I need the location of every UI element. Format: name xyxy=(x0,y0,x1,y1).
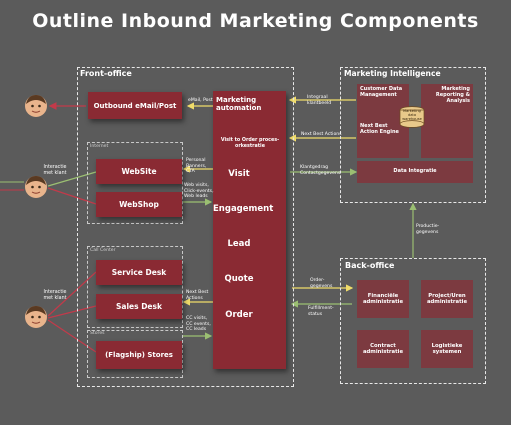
page-title: Outline Inbound Marketing Components xyxy=(32,10,479,32)
data-warehouse-icon xyxy=(399,106,425,128)
webshop-box: WebShop xyxy=(96,192,182,217)
data-integratie-box: Data Integratie xyxy=(357,161,473,183)
annotation-productiegegevens: Productie-gegevens xyxy=(416,224,440,235)
sales-desk-box: Sales Desk xyxy=(96,294,182,319)
annotation-email-post: eMail, Post xyxy=(188,98,213,103)
reporting-box: Marketing Reporting & Analysis xyxy=(421,84,473,158)
callcenter-group xyxy=(87,246,183,328)
step-engagement: Engagement xyxy=(213,204,274,214)
customer-avatar-3 xyxy=(25,306,47,328)
outbound-box: Outbound eMail/Post xyxy=(88,92,182,119)
stores-group xyxy=(87,330,183,378)
step-visit: Visit xyxy=(228,169,250,179)
visit-to-order-label: Visit to Order proces-orkestratie xyxy=(220,138,280,149)
annotation-personal-banners: Personal Banners, CTA xyxy=(186,158,207,174)
annotation-klantgedrag: Klantgedrag Contactgegevens xyxy=(300,165,341,176)
website-box: WebSite xyxy=(96,159,182,184)
contract-box: Contract administratie xyxy=(357,330,409,368)
marketing-automation-title: Marketing automation xyxy=(216,96,262,113)
interactie-label-1: Interactie met klant xyxy=(43,165,67,176)
callcenter-group-label: Call Center xyxy=(90,248,116,253)
annotation-next-best-actions-fo: Next Best Actions xyxy=(186,290,209,301)
arrow-customer-webshop xyxy=(47,187,97,205)
project-box: Project/Uren administratie xyxy=(421,280,473,318)
arrow-customer-salesdesk xyxy=(47,305,97,319)
stores-box: (Flagship) Stores xyxy=(96,341,182,369)
marketing-automation-column xyxy=(213,91,286,369)
marketing-intelligence-label: Marketing Intelligence xyxy=(344,69,441,78)
customer-avatar-2 xyxy=(25,176,47,198)
financiele-box: Financiële administratie xyxy=(357,280,409,318)
interactie-label-2: Interactie met klant xyxy=(43,290,67,301)
arrow-customer-servicedesk xyxy=(47,271,97,317)
annotation-web-visits: Web visits, Click-events, Web leads xyxy=(184,183,214,199)
service-desk-box: Service Desk xyxy=(96,260,182,285)
annotation-cc-visits: CC visits, CC events, CC leads xyxy=(186,316,211,332)
annotation-ordergegevens: Order-gegevens xyxy=(310,278,333,289)
front-office-label: Front-office xyxy=(80,69,132,78)
step-quote: Quote xyxy=(224,274,254,284)
logistieke-box: Logistieke systemen xyxy=(421,330,473,368)
internet-group-label: Internet xyxy=(90,144,109,149)
stores-group-label: Stores xyxy=(90,331,105,336)
back-office-label: Back-office xyxy=(345,261,395,270)
arrow-customer-website xyxy=(47,171,97,187)
back-office-container xyxy=(340,258,486,384)
step-order: Order xyxy=(225,310,253,320)
arrow-customer-stores xyxy=(47,319,97,353)
annotation-fulfillment-status: Fulfillment-status xyxy=(308,306,334,317)
internet-group xyxy=(87,142,183,224)
annotation-next-best-actions-mi: Next Best Actions xyxy=(301,132,342,137)
step-lead: Lead xyxy=(227,239,251,249)
warehouse-label: Marketing data warehouse xyxy=(402,109,422,121)
customer-avatar-1 xyxy=(25,95,47,117)
annotation-integraal-klantbeeld: Integraal klantbeeld xyxy=(307,95,332,106)
marketing-intelligence-container xyxy=(340,67,486,203)
front-office-container xyxy=(77,67,294,387)
next-best-action-engine-box: Next Best Action Engine xyxy=(357,121,409,158)
